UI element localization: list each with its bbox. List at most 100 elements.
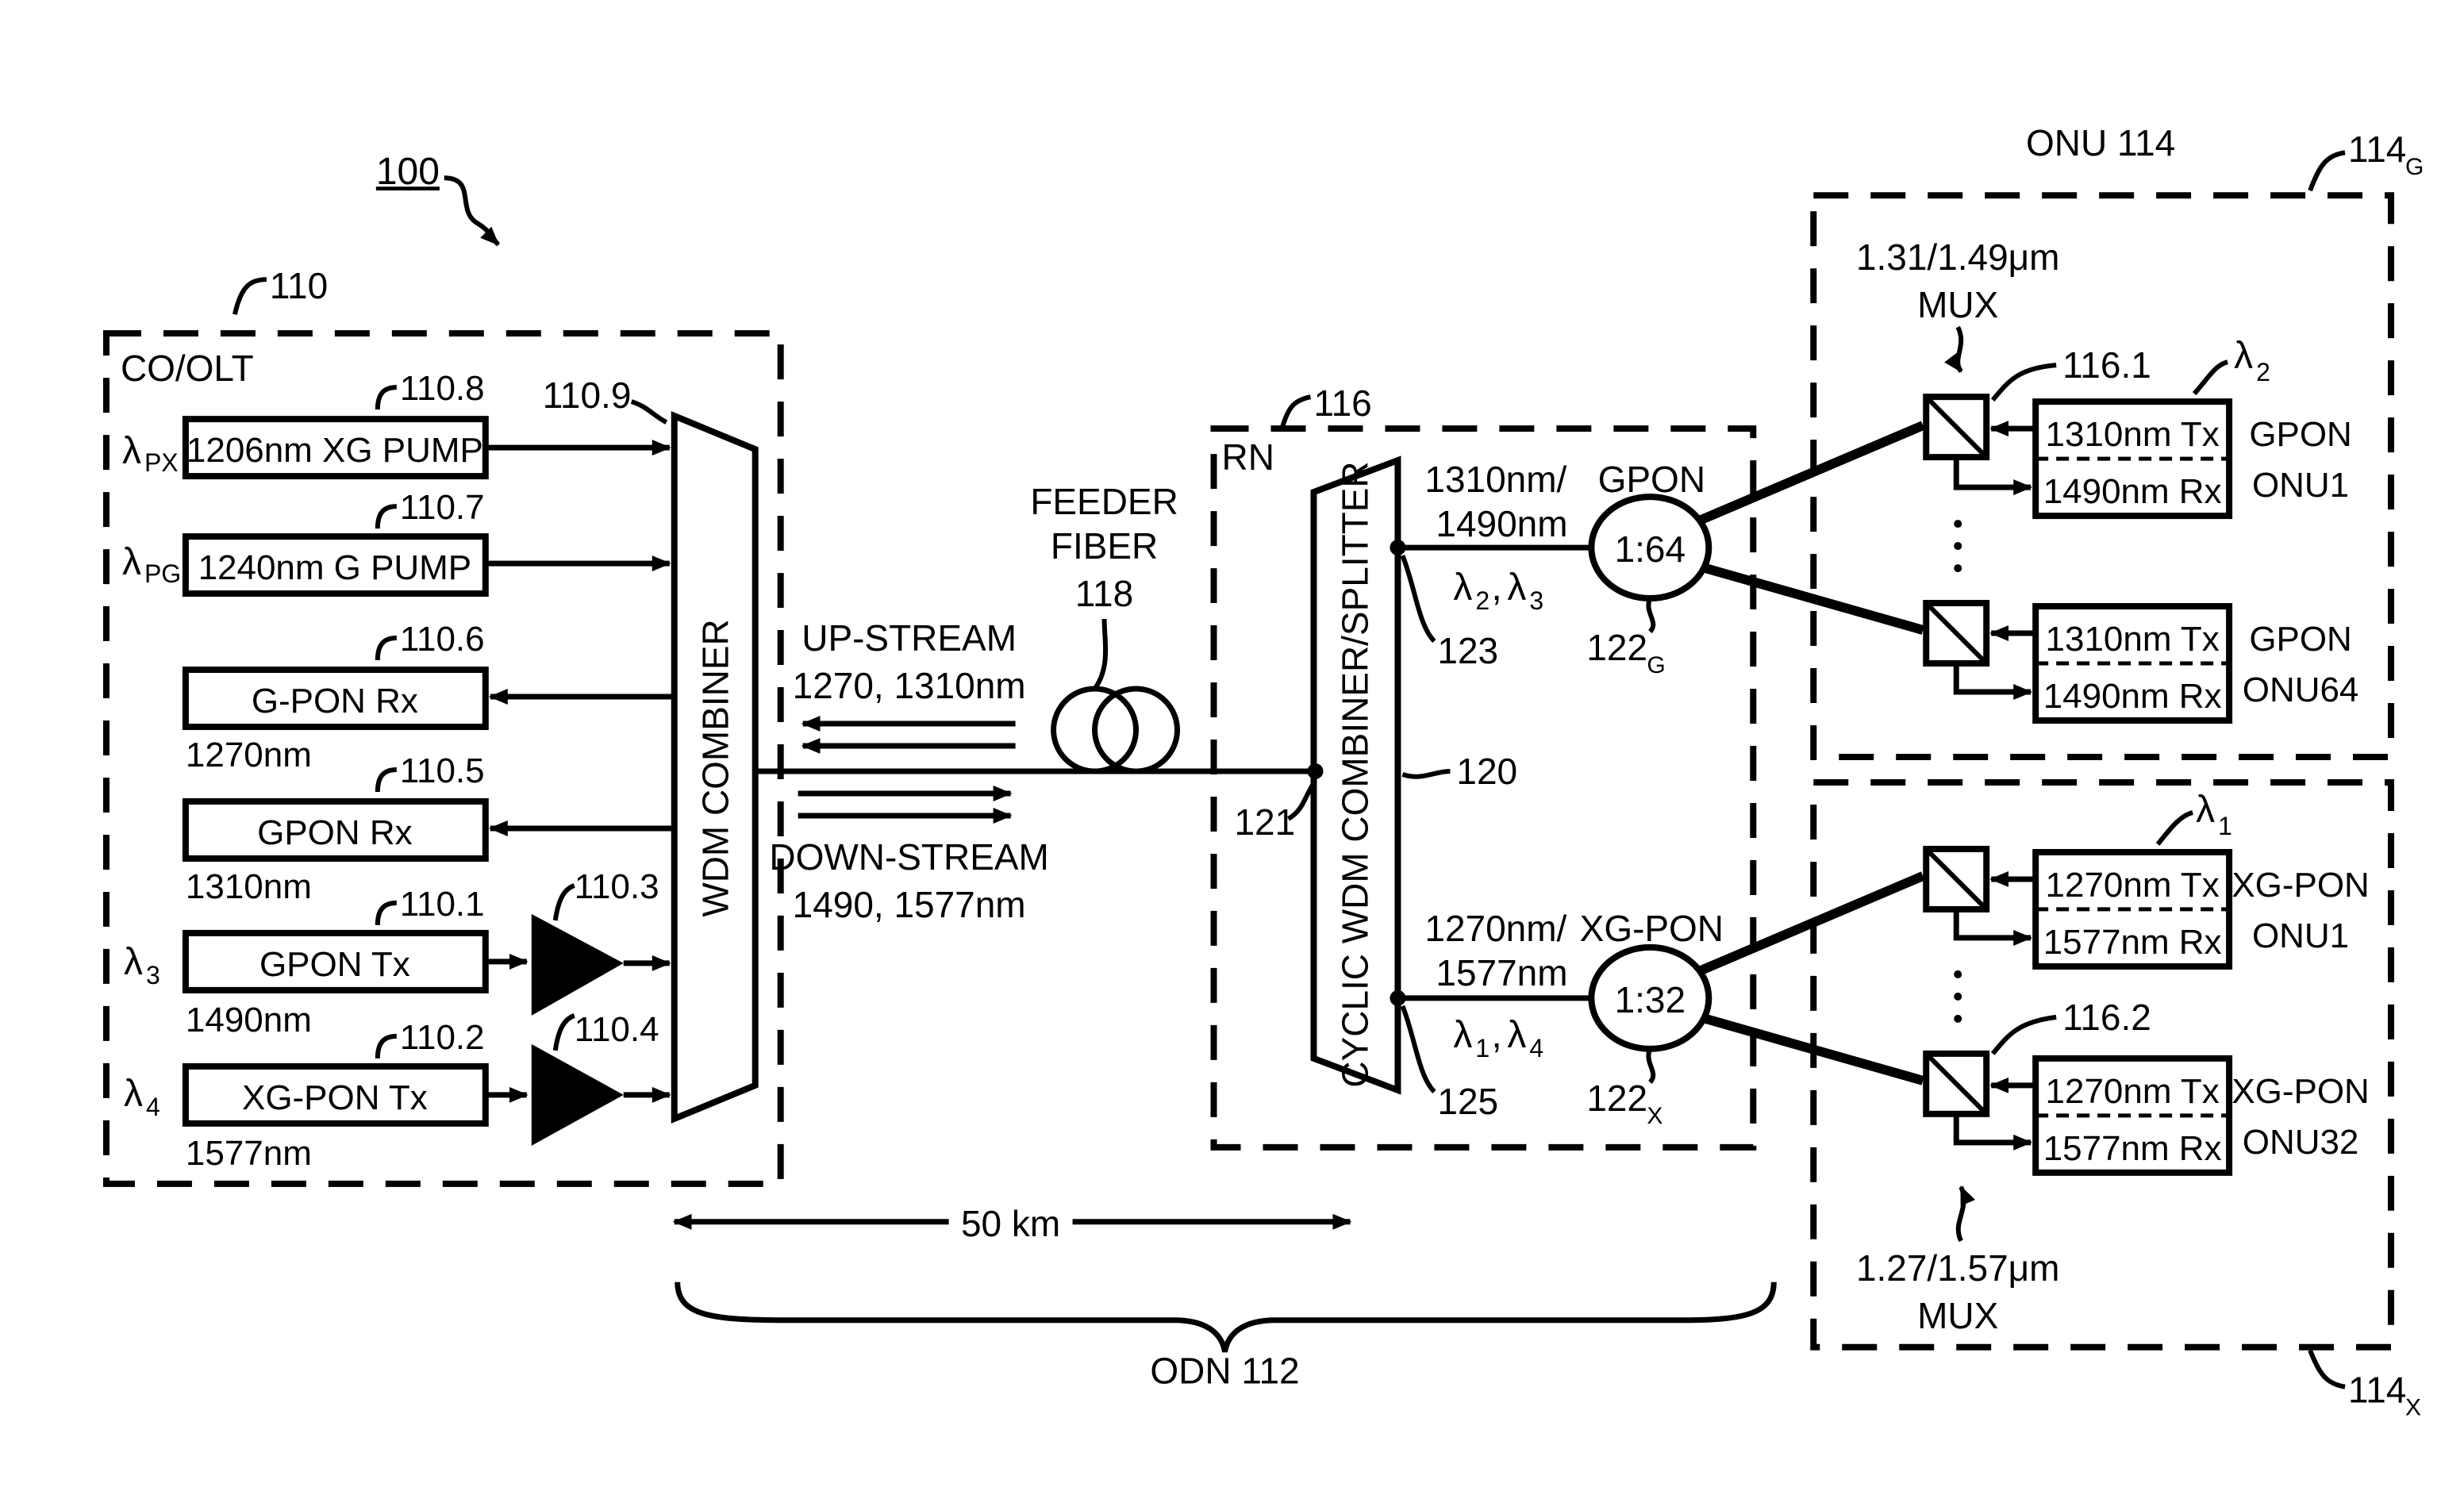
- ellipsis-dot: [1954, 520, 1962, 528]
- module-label: 1206nm XG PUMP: [186, 431, 483, 470]
- onu-tx-label: 1310nm Tx: [2046, 415, 2220, 454]
- module-wavelength: 1490nm: [186, 1001, 312, 1039]
- onu-rx-label: 1490nm Rx: [2043, 472, 2222, 511]
- xgpon-wl-line2: 1577nm: [1436, 952, 1567, 993]
- gpon-splitter-ref-sub: G: [1647, 652, 1665, 678]
- module-label: G-PON Rx: [252, 682, 418, 720]
- onu-lambda-sub: 2: [2256, 358, 2270, 386]
- module-ref-leader: [378, 638, 397, 660]
- onu-name-2: ONU64: [2243, 670, 2359, 709]
- gpon-lambda-a-symbol: λ: [1453, 567, 1472, 609]
- xgpon-lambda-sep: ,: [1491, 1014, 1501, 1056]
- mux-to-rx-arrow: [1956, 663, 2031, 692]
- xgpon-splitter-ref-leader: [1648, 1049, 1653, 1082]
- wdm-combiner-label: WDM COMBINER: [695, 619, 736, 916]
- splitter-ref-leader: [1402, 771, 1450, 777]
- gpon-lambda-sep: ,: [1491, 567, 1501, 609]
- amplifier-ref-leader: [555, 1016, 575, 1051]
- gpon-lambda-b-sub: 3: [1529, 586, 1543, 615]
- onu-rx-label: 1490nm Rx: [2043, 677, 2222, 716]
- feeder-ref: 118: [1075, 573, 1133, 614]
- mux-g-pointer: [1958, 327, 1961, 371]
- olt-title: CO/OLT: [121, 348, 254, 389]
- xgpon-lambda-b-sub: 4: [1529, 1034, 1543, 1062]
- onu-lambda: λ: [2234, 335, 2253, 377]
- gpon-wl-line1: 1310nm/: [1424, 459, 1566, 500]
- gpon-branch: 1310nm/ 1490nm λ 2 , λ 3 123 1:64 GPON 1…: [1390, 459, 1709, 678]
- mux-ref-1: 116.1: [2062, 344, 2151, 386]
- onu-group-x-ref: 114: [2348, 1370, 2406, 1411]
- module-lambda: λ: [124, 941, 143, 983]
- xgpon-splitter-ref: 122: [1586, 1078, 1647, 1119]
- onu-name-1: GPON: [2249, 415, 2351, 454]
- onu-g-ellipsis: [1954, 520, 1962, 572]
- xgpon-lambda-b-symbol: λ: [1507, 1014, 1526, 1056]
- gpon-lambda-a-sub: 2: [1475, 586, 1490, 615]
- gpon-split-ratio: 1:64: [1615, 528, 1686, 570]
- module-lambda: λ: [124, 1073, 143, 1115]
- onu-name-1: XG-PON: [2231, 1072, 2369, 1111]
- onu-tx-label: 1310nm Tx: [2046, 620, 2220, 659]
- onu-group-g-ref-leader: [2310, 152, 2345, 190]
- amplifier-110-3: 110.3: [532, 867, 670, 1016]
- xgpon-node-ref-leader: [1402, 1006, 1434, 1092]
- onu-x-ellipsis: [1954, 970, 1962, 1023]
- upstream-wavelengths: 1270, 1310nm: [793, 665, 1026, 706]
- figure-reference: 100: [376, 151, 498, 244]
- ellipsis-dot: [1954, 542, 1962, 550]
- module-label: 1240nm G PUMP: [198, 548, 472, 587]
- xgpon-node-ref: 125: [1437, 1081, 1498, 1122]
- module-lambda-sub: PX: [144, 448, 179, 477]
- onu-title: ONU 114: [2026, 122, 2175, 163]
- onu-tx-label: 1270nm Tx: [2046, 1072, 2220, 1111]
- onu-name-2: ONU1: [2252, 916, 2349, 955]
- onu-unit-xgpon-32: 1270nm Tx 1577nm Rx XG-PON ONU32: [1926, 1054, 2370, 1173]
- wdm-combiner-ref-leader: [632, 402, 667, 422]
- amplifier-ref: 110.3: [575, 867, 659, 906]
- onu-section: ONU 114 114 G 114 X 1.31/1.49μm MUX 1.27…: [1813, 122, 2424, 1420]
- figure-pointer-arrow: [444, 178, 498, 244]
- onu-group-g-sub: G: [2405, 154, 2424, 180]
- module-g-pump: λ PG 1240nm G PUMP 110.7: [122, 488, 670, 594]
- onu-lambda-sub: 1: [2218, 812, 2232, 840]
- module-label: GPON Rx: [257, 813, 412, 852]
- onu-lambda-leader: [2194, 362, 2228, 394]
- onu-name-1: GPON: [2249, 620, 2351, 659]
- mux-g-wavelength: 1.31/1.49μm: [1856, 236, 2059, 278]
- module-lambda: λ: [122, 430, 141, 472]
- xgpon-branch: 1270nm/ 1577nm λ 1 , λ 4 125 1:32 XG-PON…: [1390, 908, 1724, 1129]
- xgpon-lambda-a-symbol: λ: [1453, 1014, 1472, 1056]
- module-lambda-sub: 3: [146, 961, 160, 989]
- onu-tx-label: 1270nm Tx: [2046, 866, 2220, 905]
- xgpon-title: XG-PON: [1580, 908, 1724, 949]
- module-ref-leader: [378, 903, 397, 925]
- onu-group-x-sub: X: [2405, 1395, 2421, 1421]
- onu-lambda: λ: [2196, 789, 2215, 831]
- mux-ref-2-leader: [1993, 1017, 2056, 1054]
- module-ref-leader: [378, 506, 397, 528]
- module-wavelength: 1270nm: [186, 736, 312, 774]
- onu-unit-xgpon-1: 1270nm Tx 1577nm Rx XG-PON ONU1 λ 1: [1926, 789, 2370, 966]
- gpon-lambda-b-symbol: λ: [1507, 567, 1526, 609]
- xgpon-wl-line1: 1270nm/: [1424, 908, 1566, 949]
- rn-ref: 116: [1313, 382, 1371, 424]
- ellipsis-dot: [1954, 970, 1962, 978]
- mux-g-label: MUX: [1917, 284, 1998, 325]
- module-lambda-sub: 4: [146, 1093, 160, 1121]
- splitter-ref: 120: [1456, 751, 1517, 792]
- rn-title: RN: [1222, 436, 1274, 478]
- mux-to-rx-arrow: [1956, 457, 2031, 487]
- xgpon-lambda-a-sub: 1: [1475, 1034, 1490, 1062]
- amplifier-ref: 110.4: [575, 1010, 659, 1049]
- feeder-label-1: FEEDER: [1030, 481, 1178, 522]
- mux-to-rx-arrow: [1956, 909, 2031, 938]
- module-ref-leader: [378, 1036, 397, 1059]
- onu-rx-label: 1577nm Rx: [2043, 1129, 2222, 1168]
- module-ref: 110.2: [400, 1018, 485, 1057]
- upstream-title: UP-STREAM: [801, 617, 1017, 659]
- wdm-combiner-ref: 110.9: [543, 375, 632, 416]
- distance-label: 50 km: [961, 1203, 1060, 1244]
- onu-unit-gpon-64: 1310nm Tx 1490nm Rx GPON ONU64: [1926, 603, 2358, 720]
- gpon-node-ref-leader: [1402, 555, 1434, 641]
- olt-ref: 110: [270, 265, 328, 306]
